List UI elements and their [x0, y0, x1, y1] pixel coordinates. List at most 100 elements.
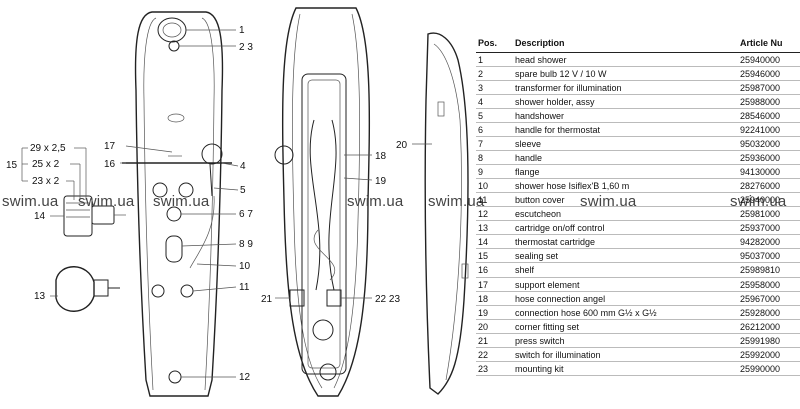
header-description: Description — [515, 38, 565, 48]
header-article: Article Nu — [740, 38, 783, 48]
cell-article: 25989810 — [740, 265, 781, 276]
cell-description: handshower — [515, 111, 565, 122]
cell-description: shelf — [515, 265, 535, 276]
cell-description: shower hose Isiflex'B 1,60 m — [515, 181, 630, 192]
cell-pos: 17 — [478, 279, 489, 290]
cell-pos: 13 — [478, 223, 489, 234]
cell-article: 25981000 — [740, 209, 781, 220]
cell-pos: 19 — [478, 307, 489, 318]
watermark: swim.ua — [2, 193, 59, 210]
callout-17: 17 — [104, 141, 116, 152]
seal-size-29: 29 x 2,5 — [30, 143, 66, 154]
cell-description: corner fitting set — [515, 321, 580, 332]
watermark: swim.ua — [730, 193, 787, 210]
cell-description: connection hose 600 mm G½ x G½ — [515, 307, 657, 318]
callout-12: 12 — [239, 372, 251, 383]
seal-size-23: 23 x 2 — [32, 176, 60, 187]
table-row: 4 shower holder, assy 25988000 — [476, 95, 800, 110]
callout-8-9: 8 9 — [239, 239, 253, 250]
cell-description: handle for thermostat — [515, 125, 601, 136]
cell-article: 95037000 — [740, 251, 781, 262]
cell-pos: 5 — [478, 111, 484, 122]
cell-description: press switch — [515, 335, 565, 346]
cell-description: sleeve — [515, 139, 542, 150]
cell-pos: 4 — [478, 97, 484, 108]
front-panel-drawing — [21, 11, 239, 397]
seal-size-25: 25 x 2 — [32, 159, 60, 170]
table-header: Pos. Description Article Nu — [476, 36, 800, 53]
cell-pos: 9 — [478, 167, 484, 178]
cell-pos: 12 — [478, 209, 489, 220]
cell-pos: 18 — [478, 293, 489, 304]
watermark: swim.ua — [580, 193, 637, 210]
callout-21: 21 — [261, 294, 273, 305]
cell-description: cartridge on/off control — [515, 223, 605, 234]
callout-20: 20 — [396, 140, 408, 151]
cell-pos: 6 — [478, 125, 484, 136]
table-row: 10 shower hose Isiflex'B 1,60 m 28276000 — [476, 179, 800, 194]
cell-article: 26212000 — [740, 321, 781, 332]
cell-pos: 1 — [478, 55, 484, 65]
cell-article: 95032000 — [740, 139, 781, 150]
callout-14: 14 — [34, 211, 46, 222]
callout-13: 13 — [34, 291, 46, 302]
cell-description: button cover — [515, 195, 565, 206]
cell-pos: 11 — [478, 195, 488, 206]
callout-2-3: 2 3 — [239, 42, 253, 53]
cell-article: 25991980 — [740, 335, 781, 346]
callout-19: 19 — [375, 176, 387, 187]
watermark: swim.ua — [153, 193, 210, 210]
watermark: swim.ua — [78, 193, 135, 210]
cell-article: 25928000 — [740, 307, 781, 318]
cell-pos: 20 — [478, 321, 489, 332]
callout-labels: 1 2 3 17 16 4 5 6 7 8 9 10 11 12 14 13 1… — [6, 25, 408, 383]
cell-description: hose connection angel — [515, 293, 606, 304]
callout-11: 11 — [239, 282, 250, 293]
table-row: 6 handle for thermostat 92241000 — [476, 123, 800, 138]
cell-article: 92241000 — [740, 125, 781, 136]
cell-article: 25987000 — [740, 83, 781, 94]
cell-description: switch for illumination — [515, 349, 601, 360]
rear-panel-drawing — [274, 7, 373, 397]
callout-22-23: 22 23 — [375, 294, 400, 305]
cell-article: 25988000 — [740, 97, 781, 108]
table-row: 12 escutcheon 25981000 — [476, 207, 800, 222]
cell-article: 25967000 — [740, 293, 781, 304]
cell-description: spare bulb 12 V / 10 W — [515, 69, 607, 80]
callout-4: 4 — [240, 161, 246, 172]
callout-6-7: 6 7 — [239, 209, 253, 220]
cell-pos: 10 — [478, 181, 489, 192]
table-row: 19 connection hose 600 mm G½ x G½ 25928000 — [476, 306, 800, 320]
cell-article: 28276000 — [740, 181, 781, 192]
callout-16: 16 — [104, 159, 116, 170]
callout-15: 15 — [6, 160, 18, 171]
cell-description: mounting kit — [515, 363, 564, 374]
cell-article: 94282000 — [740, 237, 781, 248]
cell-description: escutcheon — [515, 209, 562, 220]
cell-pos: 8 — [478, 153, 484, 164]
callout-5: 5 — [240, 185, 246, 196]
cell-article: 25946000 — [740, 69, 781, 80]
cell-article: 94130000 — [740, 167, 781, 178]
cell-article: 25940000 — [740, 55, 781, 65]
cell-pos: 7 — [478, 139, 484, 150]
cell-description: support element — [515, 279, 580, 290]
cell-description: shower holder, assy — [515, 97, 595, 108]
cell-pos: 23 — [478, 363, 489, 374]
